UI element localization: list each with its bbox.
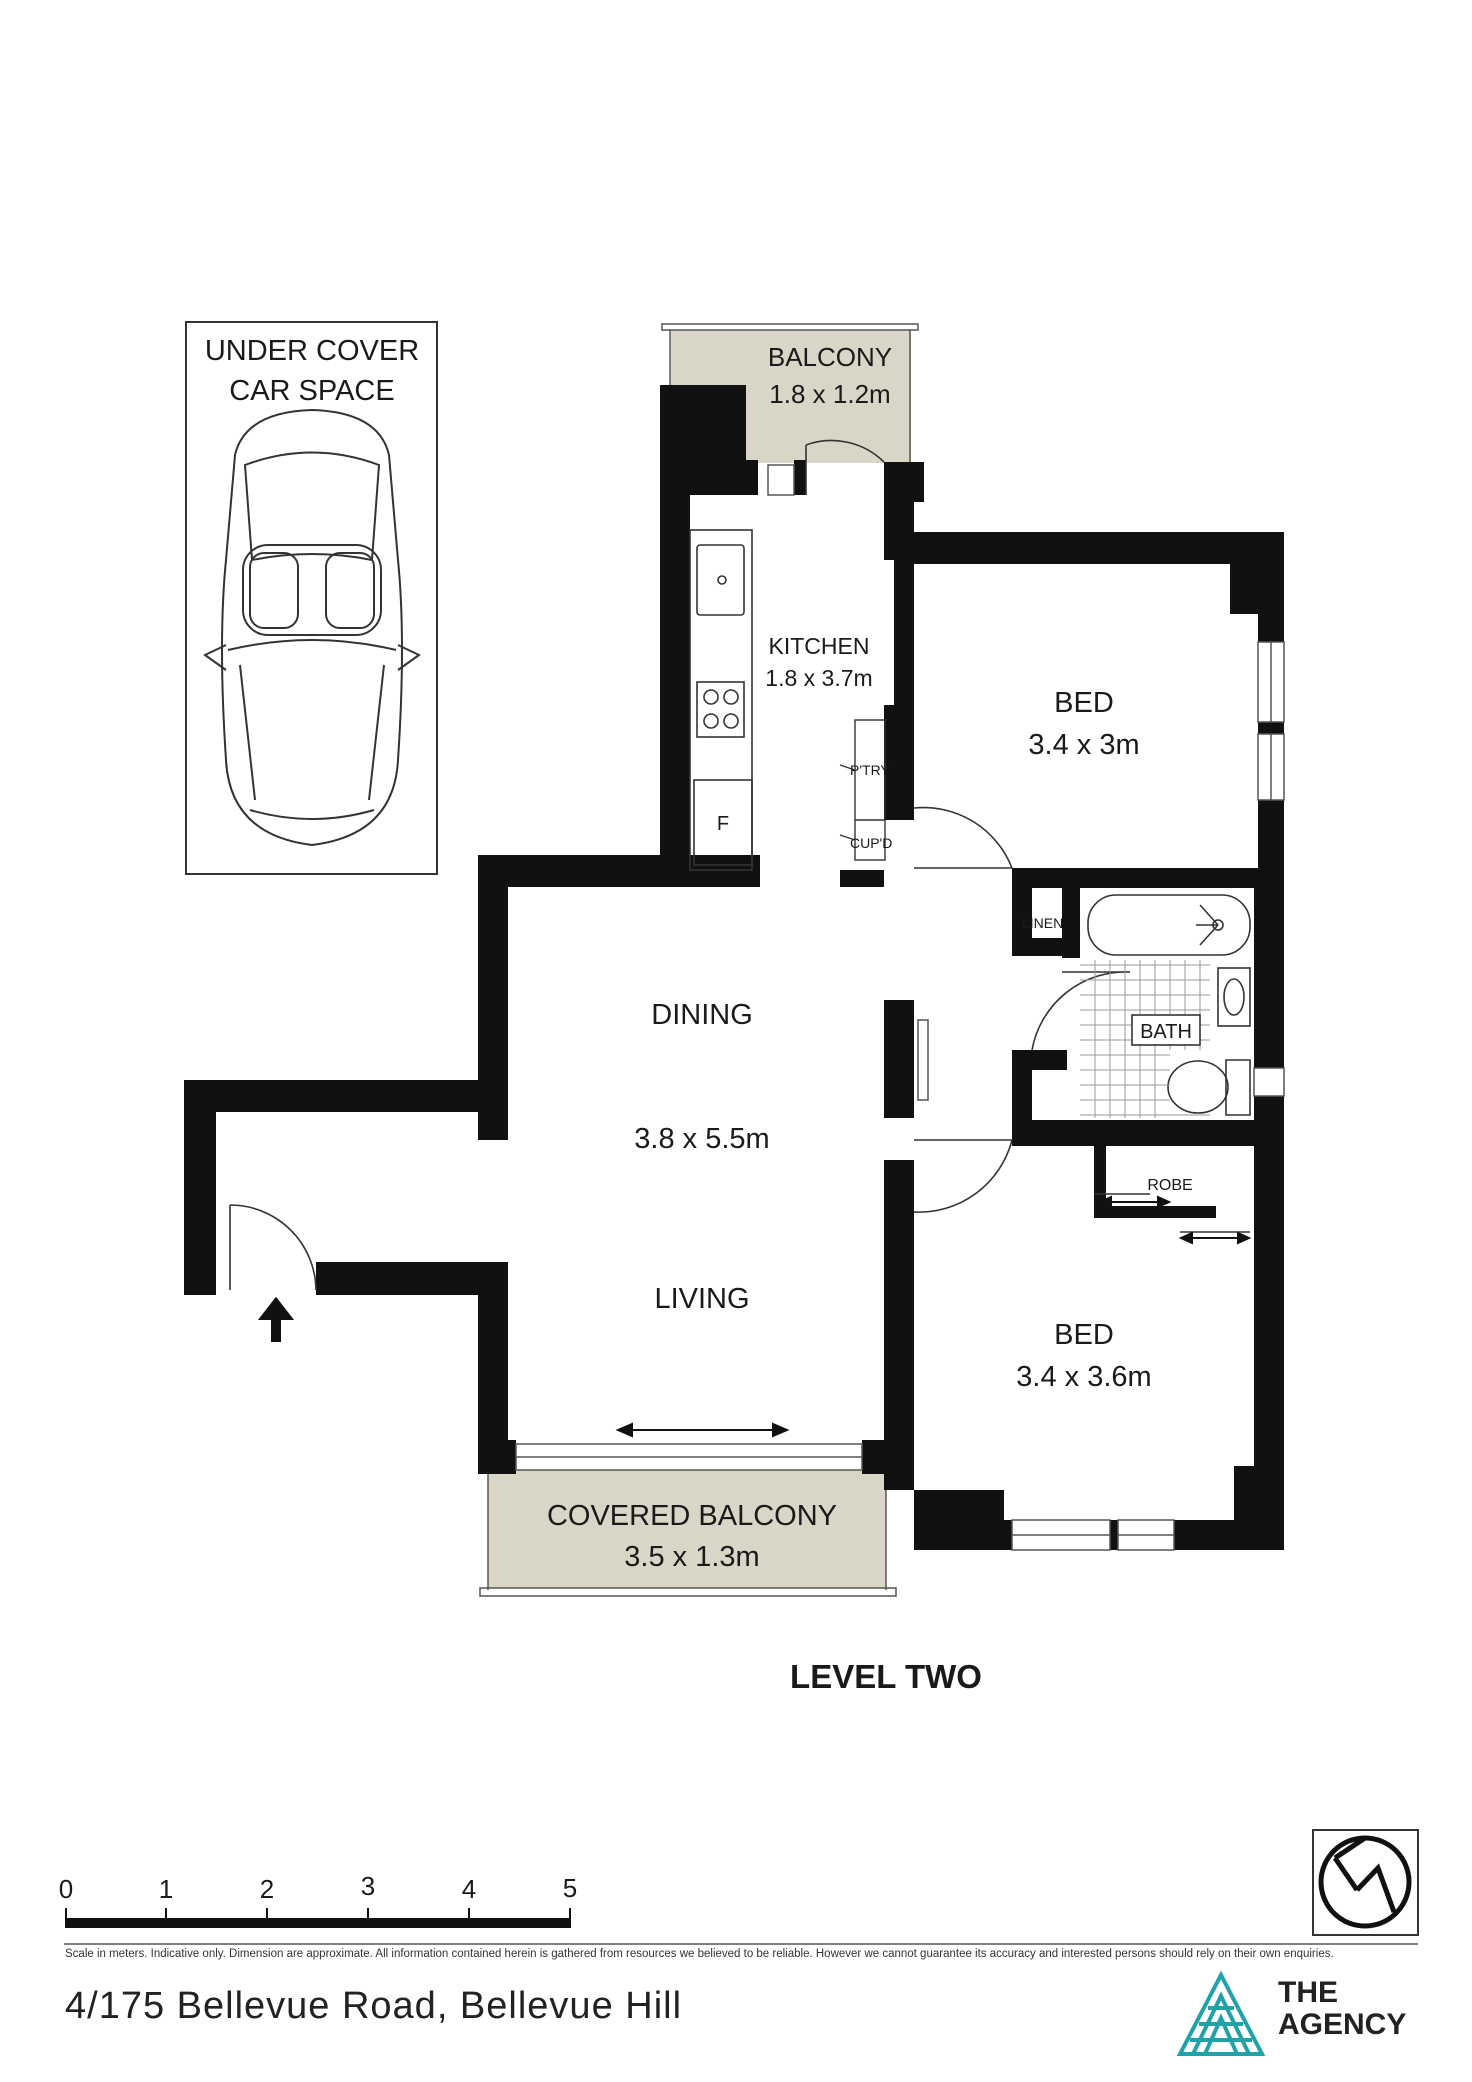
car-space-title-line1: UNDER COVER (205, 335, 419, 367)
fridge-label: F (717, 813, 729, 835)
kitchen-size: 1.8 x 3.7m (765, 665, 872, 691)
scale-tick-0: 0 (59, 1874, 73, 1904)
fridge (693, 779, 753, 866)
covered-balcony-size: 3.5 x 1.3m (624, 1541, 759, 1573)
doors (229, 439, 1250, 1291)
windows (515, 464, 1285, 1551)
property-address: 4/175 Bellevue Road, Bellevue Hill (65, 1985, 683, 2027)
living-name: LIVING (654, 1283, 749, 1315)
dining-name: DINING (651, 999, 753, 1031)
basin-icon (1217, 967, 1251, 1027)
sliding-door-arrows (615, 1030, 1252, 1438)
the-agency-logo-icon (1176, 1970, 1266, 2056)
bed2-name: BED (1054, 1319, 1114, 1351)
linen-label: LINEN (1022, 915, 1063, 931)
walls (184, 385, 1284, 1550)
entry-arrow-icon (257, 1296, 295, 1342)
disclaimer-text: Scale in meters. Indicative only. Dimens… (65, 1948, 1334, 1960)
bed1-size: 3.4 x 3m (1028, 729, 1139, 761)
kitchen-name: KITCHEN (769, 633, 870, 659)
north-compass-icon (1312, 1829, 1419, 1936)
car-space: UNDER COVER CAR SPACE (185, 321, 438, 875)
bath-label: BATH (1140, 1021, 1192, 1043)
pantry-cupboard (839, 719, 886, 861)
cupboard-label: CUP'D (850, 835, 892, 851)
bed2-size: 3.4 x 3.6m (1016, 1361, 1151, 1393)
toilet-icon (1167, 1060, 1229, 1114)
scale-tick-4: 4 (462, 1874, 476, 1904)
covered-balcony-rail (479, 1587, 897, 1597)
cooktop-icon (696, 681, 745, 738)
car-space-title-line2: CAR SPACE (229, 375, 394, 407)
sink-icon (696, 544, 745, 616)
bathtub-icon (1087, 894, 1251, 956)
dining-size: 3.8 x 5.5m (634, 1123, 769, 1155)
covered-balcony-fill (488, 1470, 886, 1588)
bed1-name: BED (1054, 687, 1114, 719)
brand-line1: THE (1278, 1976, 1338, 2009)
pantry-label: P'TRY (850, 762, 890, 778)
scale-tick-2: 2 (260, 1874, 274, 1904)
car-icon (203, 408, 421, 847)
balcony-top-name: BALCONY (768, 342, 892, 372)
robe-label: ROBE (1147, 1177, 1192, 1194)
covered-balcony-name: COVERED BALCONY (547, 1500, 837, 1532)
scale-tick-5: 5 (563, 1873, 577, 1903)
balcony-top-rail (661, 323, 919, 331)
brand-line2: AGENCY (1278, 2008, 1407, 2041)
level-title: LEVEL TWO (790, 1658, 982, 1695)
kitchen-bench (689, 529, 753, 871)
scale-tick-3: 3 (361, 1871, 375, 1901)
bathroom-fixtures (1087, 894, 1251, 1116)
balcony-top-size: 1.8 x 1.2m (769, 379, 890, 409)
scale-tick-1: 1 (159, 1874, 173, 1904)
scale-bar: 0 1 2 3 4 5 (59, 1871, 577, 1928)
